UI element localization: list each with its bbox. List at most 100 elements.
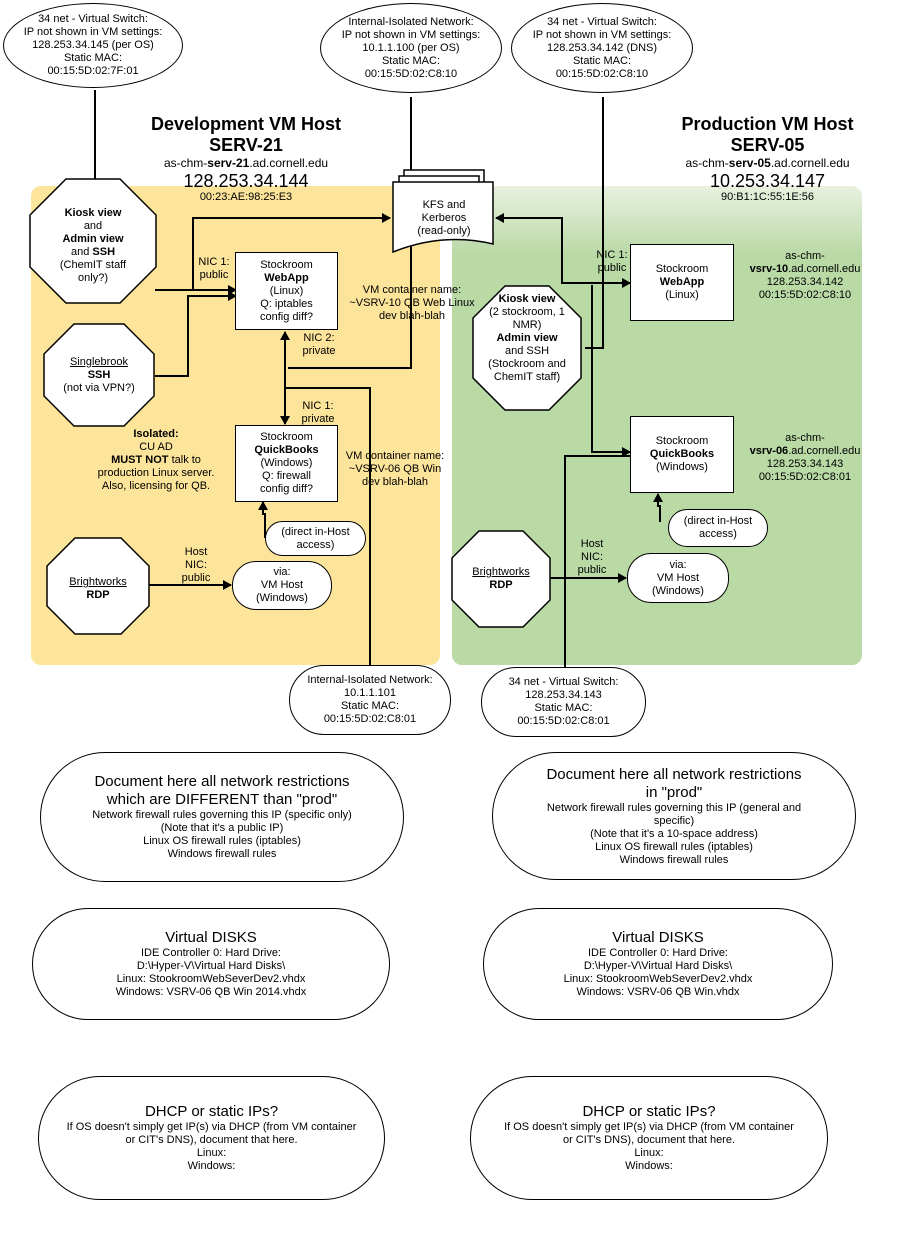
- dev-webapp-container-l1: VM container name:: [362, 284, 462, 296]
- dev-qb-container-l2: ~VSRV-06 QB Win: [348, 463, 442, 475]
- dev-webapp-container-l3: dev blah-blah: [378, 310, 446, 322]
- dev-host-header: Development VM Host SERV-21 as-chm-serv-…: [130, 114, 362, 204]
- dev-host-nic-l2: NIC:: [185, 559, 207, 571]
- dev-host-name: SERV-21: [209, 135, 283, 155]
- dev-qb-l4: Q: firewall: [262, 470, 311, 482]
- dev-disks-l4: Linux: StookroomWebSeverDev2.vhdx: [116, 973, 306, 985]
- dev-via-l2: VM Host: [260, 579, 304, 591]
- kfs-label: KFS and Kerberos (read-only): [398, 199, 490, 238]
- dev-brightworks-l2: RDP: [86, 589, 110, 601]
- prod-webapp-info-l1: as-chm-: [785, 250, 825, 262]
- prod-restrictions-bubble: Document here all network restrictions i…: [492, 752, 856, 880]
- prod-qb-info-l2: vsrv-06.ad.cornell.edu: [749, 445, 861, 457]
- dev-qb-l2: QuickBooks: [254, 444, 319, 456]
- prod-switch-line: [585, 97, 604, 349]
- dev-brightworks-l1: Brightworks: [69, 576, 127, 588]
- singlebrook-l2: SSH: [87, 369, 111, 381]
- prod-via-vmhost-bubble[interactable]: via: VM Host (Windows): [627, 553, 729, 603]
- dev-qb-container-l1: VM container name:: [345, 450, 445, 462]
- dev-qb-container-label: VM container name: ~VSRV-06 QB Win dev b…: [336, 450, 454, 489]
- isolated-top-l3: 10.1.1.100 (per OS): [362, 41, 460, 54]
- dev-via-l3: (Windows): [256, 592, 308, 604]
- dev-restrictions-l6: Windows firewall rules: [167, 848, 277, 860]
- prod-webapp-l3: (Linux): [665, 289, 699, 301]
- prod-kiosk-l3: NMR): [512, 319, 542, 331]
- dev-kiosk-l2: and: [83, 220, 103, 232]
- prod-host-mac: 90:B1:1C:55:1E:56: [721, 191, 814, 203]
- dev-kiosk-label[interactable]: Kiosk view and Admin view and SSH (ChemI…: [38, 207, 148, 285]
- prod-host-nic-label: Host NIC: public: [571, 538, 613, 577]
- isolated-note-l5: Also, licensing for QB.: [101, 480, 211, 492]
- isolated-top-l2: IP not shown in VM settings:: [341, 28, 481, 41]
- prod-quickbooks-box[interactable]: Stockroom QuickBooks (Windows): [630, 416, 734, 493]
- nic1-private-l1: NIC 1:: [302, 400, 334, 412]
- dev-dhcp-l5: Windows:: [187, 1160, 236, 1172]
- prod-via-l1: via:: [669, 558, 687, 571]
- dev-switch-l1: 34 net - Virtual Switch:: [38, 13, 148, 25]
- dev-disks-bubble: Virtual DISKS IDE Controller 0: Hard Dri…: [32, 908, 390, 1020]
- prod-switch-l3: 128.253.34.142 (DNS): [546, 41, 658, 54]
- prod-host-ip: 10.253.34.147: [709, 171, 826, 191]
- dev-direct-line: [258, 501, 268, 538]
- prod-host-header: Production VM Host SERV-05 as-chm-serv-0…: [655, 114, 880, 204]
- prod-switch-bottom-l2: 128.253.34.143: [525, 689, 602, 701]
- dev-switch-l5: 00:15:5D:02:7F:01: [47, 65, 139, 77]
- prod-via-l2: VM Host: [656, 571, 700, 584]
- prod-host-title: Production VM Host: [681, 114, 854, 134]
- dev-webapp-container-label: VM container name: ~VSRV-10 QB Web Linux…: [338, 284, 486, 323]
- prod-nic1-l2: public: [597, 262, 627, 274]
- singlebrook-label[interactable]: Singlebrook SSH (not via VPN?): [42, 356, 156, 395]
- prod-webapp-info-l3: 128.253.34.142: [766, 276, 844, 288]
- dev-host-nic-l3: public: [181, 572, 211, 584]
- prod-dhcp-l2: If OS doesn't simply get IP(s) via DHCP …: [504, 1121, 794, 1133]
- prod-webapp-info-l4: 00:15:5D:02:C8:10: [758, 289, 852, 301]
- dev-restrictions-l5: Linux OS firewall rules (iptables): [143, 835, 301, 847]
- prod-host-fqdn: as-chm-serv-05.ad.cornell.edu: [685, 156, 850, 170]
- dev-webapp-l1: Stockroom: [260, 258, 313, 271]
- dev-via-vmhost-bubble[interactable]: via: VM Host (Windows): [232, 561, 332, 610]
- dev-disks-l2: IDE Controller 0: Hard Drive:: [141, 947, 281, 959]
- isolated-bottom-l2: 10.1.1.101: [344, 687, 396, 699]
- dev-brightworks-label[interactable]: Brightworks RDP: [45, 576, 151, 602]
- prod-switch-bubble: 34 net - Virtual Switch: IP not shown in…: [511, 3, 693, 93]
- prod-kiosk-l7: ChemIT staff): [493, 371, 561, 383]
- prod-switch-l1: 34 net - Virtual Switch:: [547, 15, 657, 28]
- dev-webapp-l4: Q: iptables: [260, 297, 313, 310]
- prod-switch-bottom-line: [564, 455, 630, 668]
- isolated-note-l4: production Linux server.: [97, 467, 215, 479]
- prod-switch-l4: Static MAC:: [572, 54, 632, 67]
- prod-switch-l5: 00:15:5D:02:C8:10: [555, 67, 649, 80]
- prod-disks-bubble: Virtual DISKS IDE Controller 0: Hard Dri…: [483, 908, 833, 1020]
- prod-brightworks-l1: Brightworks: [472, 566, 530, 578]
- prod-host-name: SERV-05: [730, 135, 805, 155]
- prod-restrictions-l2: in "prod": [645, 783, 703, 801]
- dev-quickbooks-box[interactable]: Stockroom QuickBooks (Windows) Q: firewa…: [235, 425, 338, 502]
- dev-webapp-l3: (Linux): [269, 284, 304, 297]
- prod-qb-info-l4: 00:15:5D:02:C8:01: [758, 471, 852, 483]
- isolated-note-l3: MUST NOT talk to: [111, 454, 201, 466]
- dev-host-fqdn: as-chm-serv-21.ad.cornell.edu: [163, 156, 329, 170]
- prod-nic1-public-label: NIC 1: public: [591, 249, 633, 275]
- prod-nic1-l1: NIC 1:: [596, 249, 628, 261]
- prod-restrictions-l3b: specific): [653, 814, 695, 827]
- prod-switch-bottom-l1: 34 net - Virtual Switch:: [508, 676, 619, 688]
- dev-disks-l3: D:\Hyper-V\Virtual Hard Disks\: [136, 960, 286, 972]
- prod-host-nic-l1: Host: [580, 538, 604, 550]
- dev-qb-l1: Stockroom: [260, 431, 313, 443]
- dev-host-ip: 128.253.34.144: [183, 171, 309, 191]
- dev-webapp-box[interactable]: Stockroom WebApp (Linux) Q: iptables con…: [235, 252, 338, 330]
- isolated-bottom-l4: 00:15:5D:02:C8:01: [323, 713, 417, 725]
- kfs-l1: KFS and: [422, 199, 466, 211]
- prod-restrictions-l3: Network firewall rules governing this IP…: [546, 801, 802, 814]
- dev-nic1-l2: public: [199, 269, 229, 281]
- prod-kiosk-label[interactable]: Kiosk view (2 stockroom, 1 NMR) Admin vi…: [473, 293, 581, 384]
- dev-kiosk-l6: only?): [78, 272, 108, 284]
- prod-webapp-info: as-chm- vsrv-10.ad.cornell.edu 128.253.3…: [740, 250, 870, 302]
- prod-brightworks-label[interactable]: Brightworks RDP: [450, 566, 552, 592]
- dev-restrictions-l3: Network firewall rules governing this IP…: [92, 809, 352, 821]
- prod-webapp-box[interactable]: Stockroom WebApp (Linux): [630, 244, 734, 321]
- dev-nic1-l1: NIC 1:: [198, 256, 230, 268]
- dev-dhcp-bubble: DHCP or static IPs? If OS doesn't simply…: [38, 1076, 385, 1200]
- prod-qb-l1: Stockroom: [655, 435, 709, 447]
